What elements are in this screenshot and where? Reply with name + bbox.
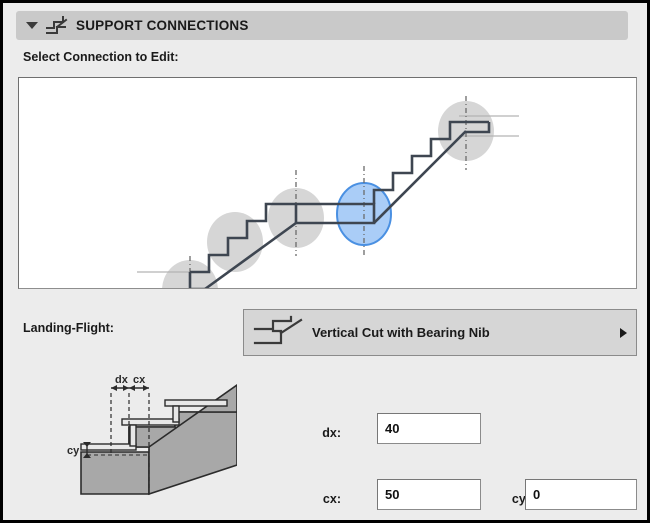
dx-field-label: dx:: [322, 426, 341, 440]
stair-section-drawing: [137, 96, 519, 288]
landing-flight-label: Landing-Flight:: [23, 321, 114, 335]
cy-input[interactable]: [525, 479, 637, 510]
tread-finish-layers: [80, 399, 228, 451]
panel-header[interactable]: SUPPORT CONNECTIONS: [16, 11, 628, 40]
vertical-cut-bearing-nib-icon: [244, 313, 312, 353]
stair-profile-icon: [44, 15, 70, 37]
bearing-nib-dimension-diagram: dx cx cy: [65, 375, 237, 500]
cx-dimension-label: cx: [133, 375, 146, 386]
dx-dimension-label: dx: [115, 375, 129, 386]
concrete-bodies: [80, 384, 237, 496]
stair-outline: [188, 120, 491, 288]
dx-cx-dimension: dx cx: [110, 375, 150, 490]
connection-type-dropdown[interactable]: Vertical Cut with Bearing Nib: [243, 309, 637, 356]
cx-input[interactable]: [377, 479, 481, 510]
dx-input[interactable]: [377, 413, 481, 444]
panel-title: SUPPORT CONNECTIONS: [76, 18, 249, 33]
cy-dimension: cy: [67, 442, 149, 458]
nosing-risers: [129, 405, 180, 447]
connection-preview-canvas[interactable]: [18, 77, 637, 289]
cx-field-label: cx:: [322, 492, 341, 506]
disclosure-triangle-down-icon[interactable]: [20, 22, 44, 29]
connection-node-halos: [162, 101, 494, 288]
connection-type-value: Vertical Cut with Bearing Nib: [312, 325, 490, 340]
select-connection-label: Select Connection to Edit:: [23, 50, 179, 64]
dropdown-triangle-right-icon[interactable]: [610, 327, 636, 338]
cy-dimension-label: cy: [67, 445, 80, 457]
